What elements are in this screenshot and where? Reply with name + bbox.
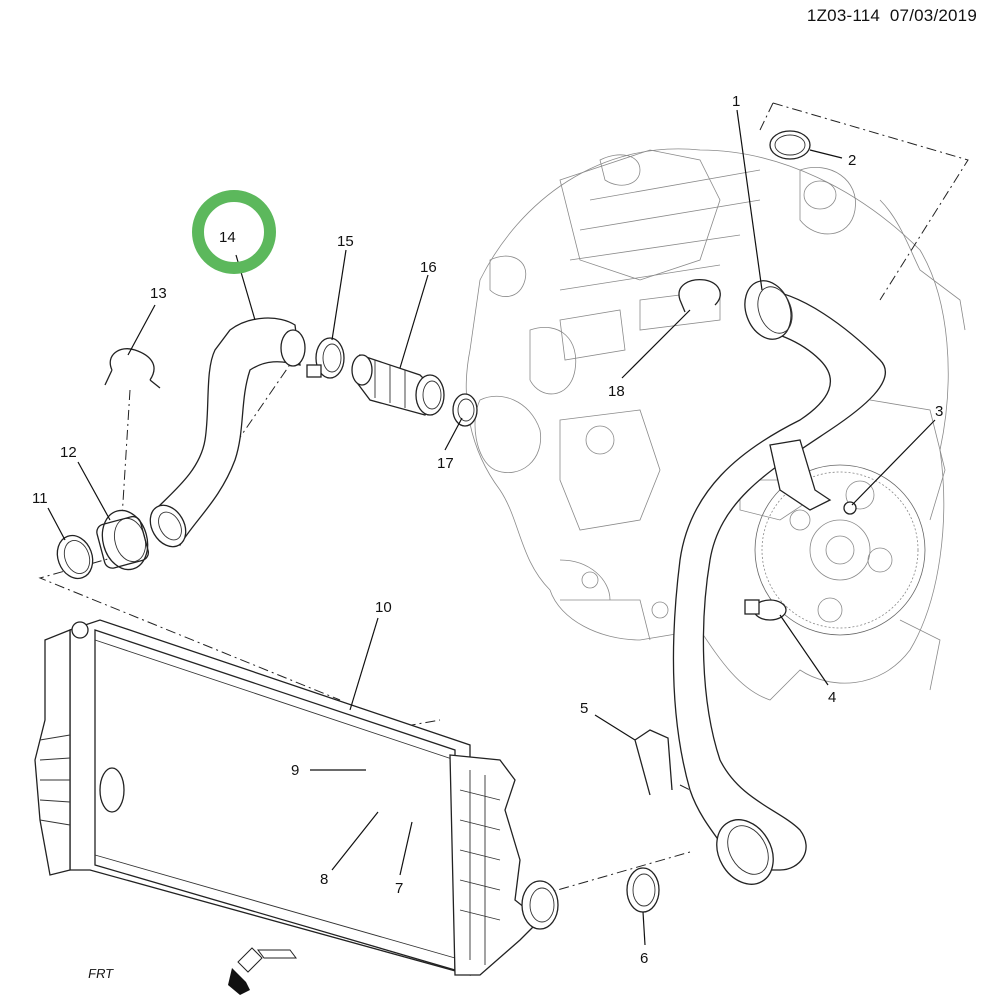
callout-12: 12 [60, 444, 77, 461]
callout-3: 3 [935, 403, 943, 420]
diagram-date: 07/03/2019 [889, 6, 977, 25]
callout-9: 9 [291, 762, 299, 779]
part-1-hose [672, 280, 887, 885]
front-label: FRT [87, 966, 115, 981]
callout-6: 6 [640, 950, 648, 967]
callout-5: 5 [580, 700, 588, 717]
callout-8: 8 [320, 871, 328, 888]
diagram-id: 1Z03-114 [806, 6, 881, 25]
callout-2: 2 [848, 152, 856, 169]
callout-15: 15 [337, 233, 354, 250]
small-parts [56, 130, 857, 913]
callout-1: 1 [732, 93, 740, 110]
engine-illustration [465, 148, 966, 701]
leader-lines [47, 109, 936, 946]
part-14-hose [149, 317, 306, 548]
callout-18: 18 [608, 383, 625, 400]
diagram-header: 1Z03-114 07/03/2019 [807, 6, 977, 26]
front-arrow-icon: FRT [87, 947, 297, 995]
callout-14: 14 [219, 229, 236, 246]
callout-4: 4 [828, 689, 836, 706]
part-10-charge-air-cooler [34, 619, 559, 976]
callout-7: 7 [395, 880, 403, 897]
callout-11: 11 [32, 490, 48, 507]
callout-16: 16 [420, 259, 437, 276]
highlight-ring [192, 190, 276, 274]
part-13-clip [104, 348, 161, 389]
callout-13: 13 [150, 285, 167, 302]
callout-labels: 1 2 3 4 5 6 7 8 9 10 11 12 13 14 15 16 1… [32, 93, 943, 967]
callout-17: 17 [437, 455, 454, 472]
callout-10: 10 [375, 599, 392, 616]
